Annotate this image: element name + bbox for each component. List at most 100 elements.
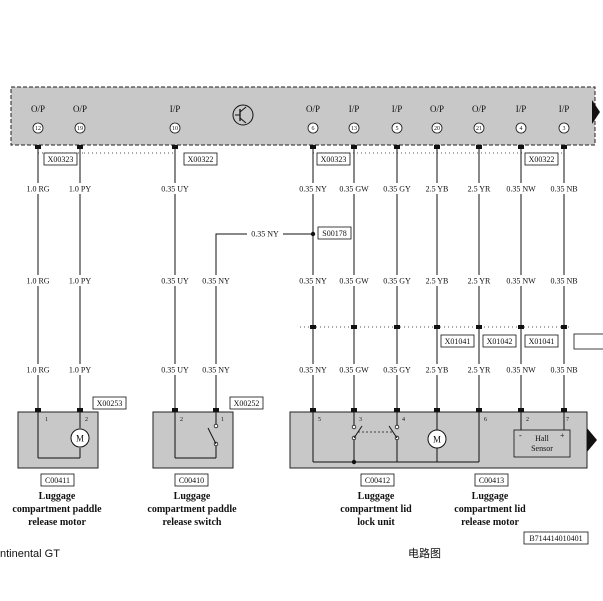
wire-labels-row-3: 1.0 RG 1.0 PY 0.35 UY 0.35 NY 0.35 NY 0.… [20, 364, 584, 375]
connector-X01041-b: X01041 [524, 334, 559, 348]
svg-text:X01041: X01041 [445, 337, 471, 346]
connector-X00323-b: X00323 [316, 152, 351, 166]
pin-number: 3 [563, 126, 566, 132]
svg-text:Luggage: Luggage [358, 491, 395, 502]
wire-label: 1.0 RG [26, 277, 49, 286]
pin-13: I/P 13 [348, 104, 360, 134]
pin-number: 5 [318, 417, 321, 423]
svg-text:compartment paddle: compartment paddle [147, 504, 237, 515]
svg-text:M: M [433, 435, 441, 445]
lock-switch-icon [351, 424, 400, 465]
pin-io-label: O/P [472, 104, 486, 114]
pin-4: I/P 4 [515, 104, 527, 134]
connector-X01041-a: X01041 [440, 334, 475, 348]
svg-text:+: + [560, 431, 565, 440]
wire-label: 0.35 GW [339, 185, 369, 194]
svg-text:release switch: release switch [163, 517, 222, 528]
wire-label: 2.5 YB [426, 277, 449, 286]
wire-label: 2.5 YR [468, 366, 491, 375]
svg-text:X00252: X00252 [234, 399, 260, 408]
svg-text:Luggage: Luggage [472, 491, 509, 502]
pin-number: 6 [312, 126, 315, 132]
reference-code: B714414010401 [523, 531, 589, 545]
wire-label: 0.35 NY [202, 366, 230, 375]
wire-label: 2.5 YR [468, 185, 491, 194]
wire-label: 0.35 NW [506, 277, 536, 286]
pin-io-label: I/P [170, 104, 181, 114]
wire-label: 0.35 NY [299, 366, 327, 375]
pin-3: I/P 3 [558, 104, 570, 134]
pin-number: 10 [172, 126, 178, 132]
svg-text:Luggage: Luggage [39, 491, 76, 502]
pin-21: O/P 21 [472, 104, 486, 134]
svg-text:compartment lid: compartment lid [340, 504, 412, 515]
component-lid-box: 5 3 4 6 2 7 [289, 408, 597, 469]
caption-C00411: C00411 Luggage compartment paddle releas… [12, 473, 102, 528]
pin-number: 3 [359, 417, 362, 423]
pin-io-label: I/P [516, 104, 527, 114]
svg-text:S00178: S00178 [322, 229, 346, 238]
pin-number: 7 [566, 417, 569, 423]
wire-label: 0.35 GY [383, 277, 411, 286]
wire-label: 0.35 NW [506, 366, 536, 375]
wire-label: 1.0 PY [69, 185, 91, 194]
connector-X00322-a: X00322 [183, 152, 218, 166]
wire-label: 0.35 GW [339, 277, 369, 286]
pin-number: 2 [526, 417, 529, 423]
wire-label: 0.35 UY [161, 185, 189, 194]
splice-point [310, 231, 316, 237]
connector-X00253: X00253 [92, 396, 127, 410]
svg-text:C00413: C00413 [479, 476, 504, 485]
pin-number: 5 [396, 126, 399, 132]
wire-label-splice: 0.35 NY [247, 228, 283, 239]
footer-page-title: 电路图 [408, 547, 441, 560]
wire-label: 1.0 RG [26, 185, 49, 194]
transistor-icon [232, 104, 254, 126]
svg-text:0.35 NY: 0.35 NY [251, 230, 279, 239]
svg-text:X00323: X00323 [48, 155, 74, 164]
svg-text:X00253: X00253 [97, 399, 123, 408]
svg-text:C00411: C00411 [45, 476, 70, 485]
release-motor-icon: M [427, 429, 447, 449]
hall-sensor-icon: - + Hall Sensor [513, 429, 571, 458]
connector-X00322-b: X00322 [524, 152, 559, 166]
pin-19: O/P 19 [73, 104, 87, 134]
pin-number: 13 [351, 126, 357, 132]
splice-S00178: S00178 [317, 226, 352, 240]
pin-6: O/P 6 [306, 104, 320, 134]
control-module [10, 86, 600, 146]
wire-label: 0.35 NY [202, 277, 230, 286]
wire-label: 0.35 GW [339, 366, 369, 375]
wire-label: 0.35 UY [161, 277, 189, 286]
wire-label: 0.35 UY [161, 366, 189, 375]
pin-number: 1 [45, 417, 48, 423]
connector-X00323-a: X00323 [43, 152, 78, 166]
svg-text:Luggage: Luggage [174, 491, 211, 502]
motor-icon: M [70, 428, 90, 448]
inline-connector-line [300, 325, 603, 350]
wire-label: 0.35 NB [550, 185, 577, 194]
pin-number: 19 [77, 126, 83, 132]
wire-label: 1.0 RG [26, 366, 49, 375]
svg-text:Sensor: Sensor [531, 444, 553, 453]
wire-label: 0.35 NY [299, 185, 327, 194]
pin-number: 6 [484, 417, 487, 423]
pin-20: O/P 20 [430, 104, 444, 134]
wire-label: 0.35 NB [550, 277, 577, 286]
wire-label: 1.0 PY [69, 277, 91, 286]
pin-io-label: I/P [392, 104, 403, 114]
svg-text:X00322: X00322 [188, 155, 214, 164]
ecu-pin-clips [35, 145, 567, 149]
pin-12: O/P 12 [31, 104, 45, 134]
svg-text:C00410: C00410 [179, 476, 204, 485]
wire-label: 1.0 PY [69, 366, 91, 375]
svg-text:release motor: release motor [28, 517, 86, 528]
pin-io-label: I/P [559, 104, 570, 114]
svg-text:X00322: X00322 [529, 155, 555, 164]
caption-C00412: C00412 Luggage compartment lid lock unit [340, 473, 412, 528]
component-paddle-motor: 1 2 M [17, 408, 99, 469]
pin-number: 2 [85, 417, 88, 423]
wire-label: 2.5 YR [468, 277, 491, 286]
svg-text:Hall: Hall [535, 434, 550, 443]
